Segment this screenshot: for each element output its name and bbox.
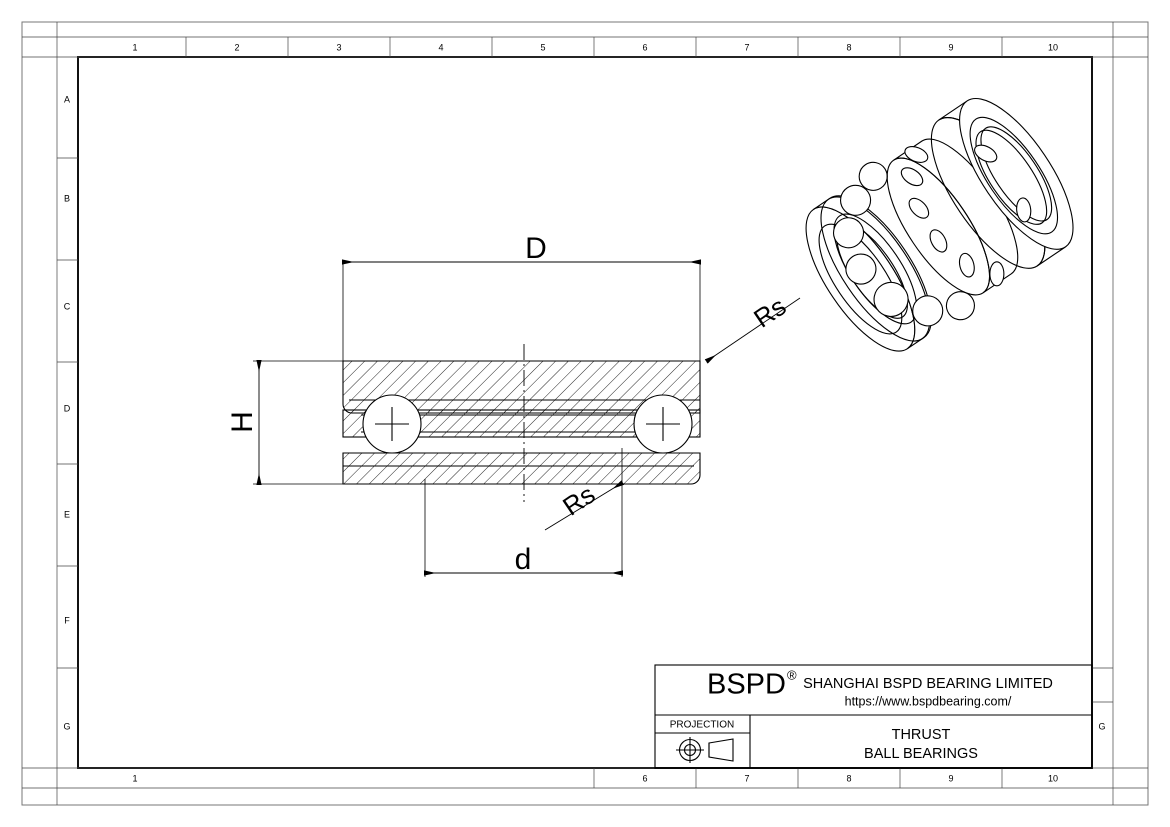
lower-washer bbox=[342, 452, 701, 485]
zone-top-9: 9 bbox=[948, 42, 953, 52]
zone-bottom-8: 8 bbox=[846, 773, 851, 783]
zone-band-left: A B C D E F G bbox=[56, 22, 78, 805]
zone-bottom-10: 10 bbox=[1048, 773, 1058, 783]
zone-left-e: E bbox=[64, 509, 70, 519]
registered-mark: ® bbox=[787, 667, 797, 682]
zone-top-5: 5 bbox=[540, 42, 545, 52]
dimension-H-label: H bbox=[226, 411, 259, 433]
zone-top-3: 3 bbox=[336, 42, 341, 52]
iso-front-washer bbox=[930, 97, 1074, 269]
zone-top-7: 7 bbox=[744, 42, 749, 52]
product-title-line2: BALL BEARINGS bbox=[864, 746, 978, 762]
thrust-ball-bearing-isometric bbox=[805, 97, 1074, 352]
zone-bottom-6: 6 bbox=[642, 773, 647, 783]
product-title-line1: THRUST bbox=[892, 727, 951, 743]
zone-left-b: B bbox=[64, 193, 70, 203]
zone-top-6: 6 bbox=[642, 42, 647, 52]
zone-top-2: 2 bbox=[234, 42, 239, 52]
leader-Rs-upper: Rs bbox=[704, 291, 801, 364]
zone-band-top: 1 2 3 4 5 6 7 8 9 10 bbox=[22, 36, 1148, 58]
dimension-d-label: d bbox=[515, 543, 532, 576]
zone-band-right: G bbox=[1092, 22, 1114, 805]
zone-top-4: 4 bbox=[438, 42, 443, 52]
projection-label: PROJECTION bbox=[670, 720, 734, 731]
company-name: SHANGHAI BSPD BEARING LIMITED bbox=[803, 676, 1053, 692]
first-angle-projection-icon bbox=[676, 737, 734, 763]
dimension-H: H bbox=[226, 360, 348, 485]
dimension-d: d bbox=[424, 448, 623, 577]
zone-left-a: A bbox=[64, 94, 70, 104]
brand-row: BSPD ® SHANGHAI BSPD BEARING LIMITED htt… bbox=[707, 667, 1053, 708]
zone-left-c: C bbox=[64, 301, 71, 311]
zone-left-g: G bbox=[63, 721, 70, 731]
sheet-border: 1 2 3 4 5 6 7 8 9 10 1 6 bbox=[21, 21, 1149, 806]
product-title-cell: THRUST BALL BEARINGS bbox=[864, 727, 978, 762]
zone-top-8: 8 bbox=[846, 42, 851, 52]
zone-left-f: F bbox=[64, 615, 70, 625]
ball-right bbox=[633, 394, 693, 454]
zone-right-g: G bbox=[1098, 721, 1105, 731]
brand-name: BSPD bbox=[707, 669, 786, 701]
projection-cell: PROJECTION bbox=[670, 720, 734, 763]
leader-Rs-lower: Rs bbox=[544, 479, 625, 531]
iso-ball-set bbox=[832, 161, 975, 327]
zone-bottom-7: 7 bbox=[744, 773, 749, 783]
zone-top-1: 1 bbox=[132, 42, 137, 52]
title-block: BSPD ® SHANGHAI BSPD BEARING LIMITED htt… bbox=[654, 664, 1093, 769]
dimension-Rs-lower-label: Rs bbox=[557, 479, 600, 522]
zone-bottom-9: 9 bbox=[948, 773, 953, 783]
zone-top-10: 10 bbox=[1048, 42, 1058, 52]
thrust-ball-bearing-cross-section: D d H Rs bbox=[226, 232, 801, 577]
iso-cage bbox=[886, 138, 1019, 296]
company-url[interactable]: https://www.bspdbearing.com/ bbox=[845, 694, 1012, 708]
dimension-Rs-upper-label: Rs bbox=[748, 291, 791, 334]
ball-left bbox=[362, 394, 422, 454]
dimension-D: D bbox=[342, 232, 701, 366]
zone-band-bottom: 1 6 7 8 9 10 bbox=[22, 767, 1148, 789]
dimension-D-label: D bbox=[525, 232, 547, 265]
zone-left-d: D bbox=[64, 403, 71, 413]
zone-bottom-1: 1 bbox=[132, 773, 137, 783]
